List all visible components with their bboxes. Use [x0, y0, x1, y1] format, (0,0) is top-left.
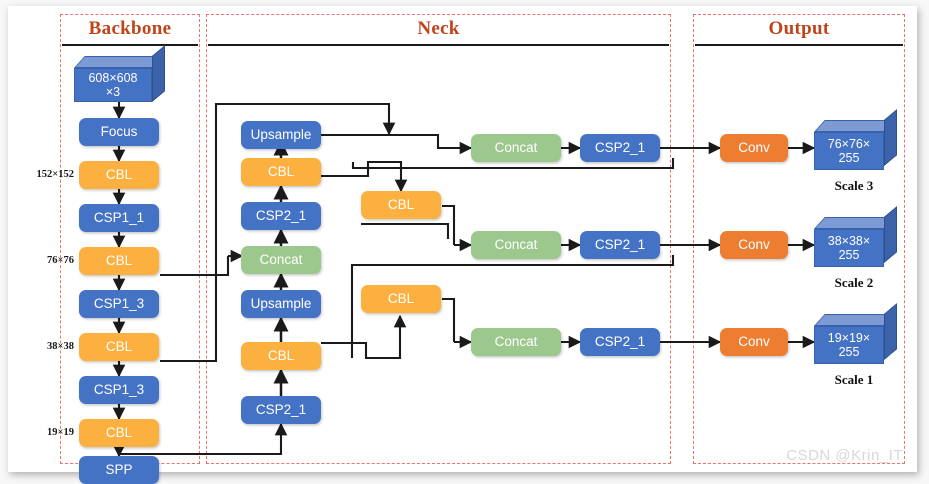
neck-node-cbl-mid-lower[interactable]: CBL: [361, 285, 441, 313]
diagram-card: Backbone Neck Output: [8, 6, 917, 484]
output-cube-3-line2: 255: [838, 345, 860, 359]
backbone-node-cbl-2[interactable]: CBL: [79, 247, 159, 275]
output-cube-3-front-face: 19×19× 255: [814, 326, 884, 364]
neck-csp-row-1[interactable]: CSP2_1: [580, 134, 660, 162]
output-scale-label-2: Scale 2: [834, 275, 874, 290]
title-backbone: Backbone: [88, 18, 172, 39]
output-cube-3: 19×19× 255: [814, 303, 898, 370]
backbone-node-cbl-3[interactable]: CBL: [79, 333, 159, 361]
section-output: [693, 14, 905, 464]
input-cube-side-face: [152, 45, 165, 102]
title-neck: Neck: [417, 18, 460, 39]
dim-label-76: 76×76: [47, 255, 74, 266]
neck-node-csp2-1-top[interactable]: CSP2_1: [241, 202, 321, 230]
output-cube-3-side-face: [884, 303, 897, 360]
output-cube-1: 76×76× 255: [814, 109, 898, 176]
watermark: CSDN @Krin_IT: [786, 447, 903, 464]
output-cube-2-top-face: [814, 217, 895, 229]
output-cube-2-front-face: 38×38× 255: [814, 229, 884, 267]
neck-node-csp2-1-bottom[interactable]: CSP2_1: [241, 396, 321, 424]
rule-backbone: [62, 44, 198, 46]
output-scale-label-1: Scale 3: [834, 178, 874, 193]
output-cube-1-line2: 255: [838, 151, 860, 165]
output-scale-label-3: Scale 1: [834, 372, 874, 387]
neck-node-upsample-top[interactable]: Upsample: [241, 121, 321, 149]
input-cube-front-face: 608×608 ×3: [74, 68, 152, 102]
input-cube-line1: 608×608: [88, 70, 138, 85]
neck-csp-row-3[interactable]: CSP2_1: [580, 328, 660, 356]
backbone-node-csp1-3-b[interactable]: CSP1_3: [79, 376, 159, 404]
dim-label-19: 19×19: [47, 427, 74, 438]
output-conv-3[interactable]: Conv: [720, 328, 788, 356]
backbone-node-cbl-4[interactable]: CBL: [79, 419, 159, 447]
output-cube-3-top-face: [814, 314, 895, 326]
output-cube-1-top-face: [814, 120, 895, 132]
output-cube-2-line2: 255: [838, 248, 860, 262]
output-cube-1-front-face: 76×76× 255: [814, 132, 884, 170]
backbone-node-focus[interactable]: Focus: [79, 118, 159, 146]
output-cube-2-line1: 38×38×: [827, 233, 871, 248]
backbone-node-cbl-1[interactable]: CBL: [79, 161, 159, 189]
input-cube: 608×608 ×3: [74, 45, 166, 104]
backbone-node-csp1-1[interactable]: CSP1_1: [79, 204, 159, 232]
neck-node-cbl-top[interactable]: CBL: [241, 158, 321, 186]
neck-node-upsample-bottom[interactable]: Upsample: [241, 290, 321, 318]
output-cube-2: 38×38× 255: [814, 206, 898, 273]
dim-label-38: 38×38: [47, 341, 74, 352]
output-cube-1-side-face: [884, 109, 897, 166]
input-cube-top-face: [74, 56, 163, 68]
rule-neck: [208, 44, 669, 46]
neck-concat-row-1[interactable]: Concat: [471, 134, 561, 162]
neck-node-concat-left[interactable]: Concat: [241, 246, 321, 274]
output-conv-2[interactable]: Conv: [720, 231, 788, 259]
neck-node-cbl-mid-upper[interactable]: CBL: [361, 191, 441, 219]
title-output: Output: [768, 18, 830, 39]
neck-csp-row-2[interactable]: CSP2_1: [580, 231, 660, 259]
dim-label-152: 152×152: [36, 169, 74, 180]
backbone-node-csp1-3-a[interactable]: CSP1_3: [79, 290, 159, 318]
input-cube-line2: ×3: [105, 85, 121, 99]
neck-node-cbl-bottom[interactable]: CBL: [241, 342, 321, 370]
output-cube-2-side-face: [884, 206, 897, 263]
output-cube-1-line1: 76×76×: [827, 136, 871, 151]
neck-concat-row-3[interactable]: Concat: [471, 328, 561, 356]
output-conv-1[interactable]: Conv: [720, 134, 788, 162]
neck-concat-row-2[interactable]: Concat: [471, 231, 561, 259]
output-cube-3-line1: 19×19×: [827, 330, 871, 345]
backbone-node-spp[interactable]: SPP: [79, 456, 159, 484]
rule-output: [695, 44, 903, 46]
